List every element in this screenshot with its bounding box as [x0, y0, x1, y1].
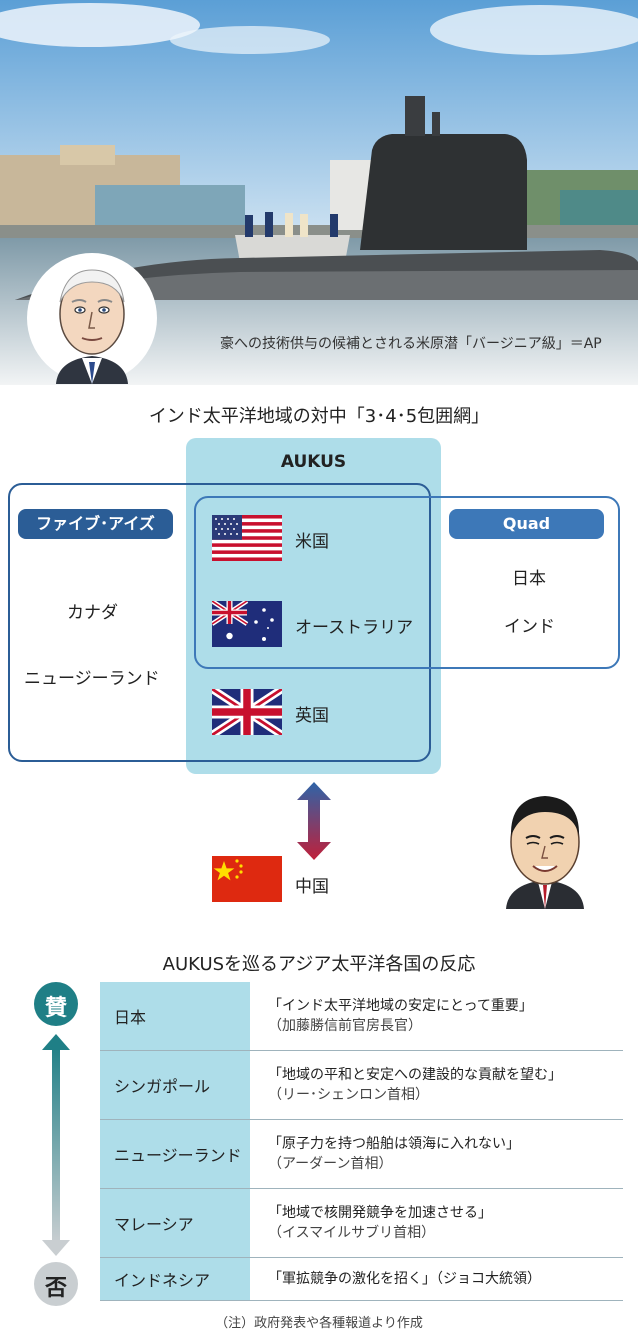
country-cell: マレーシア	[100, 1188, 250, 1258]
table-row: マレーシア 「地域で核開発競争を加速させる」 （イスマイルサブリ首相）	[100, 1188, 623, 1258]
speaker-text: （イスマイルサブリ首相）	[268, 1225, 436, 1241]
country-china: 中国	[295, 877, 329, 897]
table-row: シンガポール 「地域の平和と安定への建設的な貢献を望む」 （リー･シェンロン首相…	[100, 1050, 623, 1120]
reaction-title: AUKUSを巡るアジア太平洋各国の反応	[162, 954, 476, 975]
quote-text: 「インド太平洋地域の安定にとって重要」	[268, 998, 533, 1014]
quote-cell: 「軍拡競争の激化を招く」（ジョコ大統領）	[250, 1257, 623, 1301]
speaker-text: （加藤勝信前官房長官）	[268, 1018, 422, 1034]
quad-label: Quad	[449, 509, 604, 539]
photo-caption: 豪への技術供与の候補とされる米原潜「バージニア級」＝AP	[220, 336, 602, 352]
china-flag-icon	[212, 856, 282, 902]
country-canada: カナダ	[67, 603, 118, 623]
quote-text: 「地域の平和と安定への建設的な貢献を望む」	[268, 1067, 562, 1083]
table-row: ニュージーランド 「原子力を持つ船舶は領海に入れない」 （アーダーン首相）	[100, 1119, 623, 1189]
country-australia: オーストラリア	[295, 618, 414, 638]
quote-text: 「地域で核開発競争を加速させる」	[268, 1205, 492, 1221]
five-eyes-group	[8, 483, 431, 762]
country-cell: シンガポール	[100, 1050, 250, 1120]
approval-scale	[26, 982, 86, 1307]
country-india: インド	[504, 617, 555, 637]
country-cell: ニュージーランド	[100, 1119, 250, 1189]
australia-flag-icon	[210, 599, 282, 647]
country-cell: インドネシア	[100, 1257, 250, 1301]
country-uk: 英国	[295, 706, 329, 726]
oppose-label: 否	[44, 1276, 67, 1301]
quad-group	[194, 496, 620, 669]
reaction-table: 日本 「インド太平洋地域の安定にとって重要」 （加藤勝信前官房長官） シンガポー…	[100, 982, 623, 1301]
venn-title: インド太平洋地域の対中「3･4･5包囲網」	[148, 406, 490, 427]
quote-cell: 「地域で核開発競争を加速させる」 （イスマイルサブリ首相）	[250, 1188, 623, 1258]
speaker-text: （アーダーン首相）	[268, 1156, 393, 1172]
xi-caricature	[500, 784, 590, 909]
source-note: （注）政府発表や各種報道より作成	[215, 1316, 423, 1331]
aukus-label: AUKUS	[280, 452, 347, 472]
uk-flag-icon	[209, 685, 285, 739]
country-us: 米国	[295, 532, 329, 552]
approve-label: 賛	[44, 996, 67, 1021]
country-cell: 日本	[100, 982, 250, 1051]
us-flag-icon	[212, 515, 282, 561]
quote-cell: 「地域の平和と安定への建設的な貢献を望む」 （リー･シェンロン首相）	[250, 1050, 623, 1120]
five-eyes-label: ファイブ･アイズ	[18, 509, 173, 539]
table-row: インドネシア 「軍拡競争の激化を招く」（ジョコ大統領）	[100, 1257, 623, 1301]
quote-cell: 「原子力を持つ船舶は領海に入れない」 （アーダーン首相）	[250, 1119, 623, 1189]
table-row: 日本 「インド太平洋地域の安定にとって重要」 （加藤勝信前官房長官）	[100, 982, 623, 1051]
submarine-photo	[0, 0, 638, 385]
country-new-zealand: ニュージーランド	[24, 669, 160, 689]
quote-cell: 「インド太平洋地域の安定にとって重要」 （加藤勝信前官房長官）	[250, 982, 623, 1051]
quote-text: 「軍拡競争の激化を招く」（ジョコ大統領）	[268, 1271, 541, 1287]
quote-text: 「原子力を持つ船舶は領海に入れない」	[268, 1136, 520, 1152]
biden-caricature	[26, 252, 158, 384]
confrontation-arrow-icon	[297, 782, 331, 860]
speaker-text: （リー･シェンロン首相）	[268, 1087, 429, 1103]
country-japan: 日本	[512, 569, 546, 589]
